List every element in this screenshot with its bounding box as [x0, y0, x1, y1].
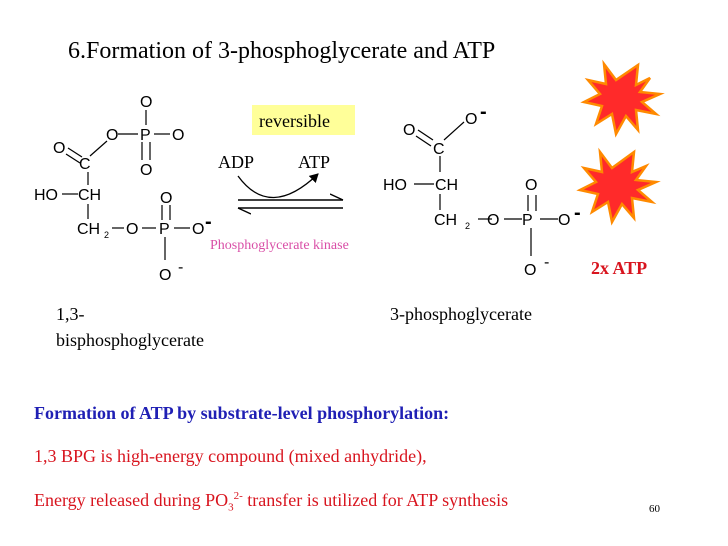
atom-o: O — [524, 262, 536, 279]
atom-ch2: CH — [77, 221, 100, 238]
atom-p: P — [140, 127, 151, 144]
atom-p: P — [522, 212, 533, 229]
cofactor-curved-arrow — [237, 173, 319, 199]
atom-c: C — [79, 156, 91, 173]
footer-line-2: 1,3 BPG is high-energy compound (mixed a… — [34, 446, 427, 466]
footer-line-3: Energy released during PO32- transfer is… — [34, 490, 508, 514]
atom-ho: HO — [383, 177, 407, 194]
atom-p: P — [159, 221, 170, 238]
page-title: 6.Formation of 3-phosphoglycerate and AT… — [68, 38, 496, 64]
atom-ch2-subscript: 2 — [465, 221, 470, 231]
reactant-name-line2: bisphosphoglycerate — [56, 330, 204, 350]
atom-ch: CH — [435, 177, 458, 194]
energy-burst-icon — [580, 59, 665, 138]
atom-o: O — [106, 127, 118, 144]
reversible-label: reversible — [259, 111, 330, 131]
enzyme-label: Phosphoglycerate kinase — [210, 238, 349, 253]
product-structure: O - O C HO CH O CH 2 O P O - O - — [383, 101, 581, 279]
atom-o: O — [53, 140, 65, 157]
charge-minus: - — [574, 202, 581, 224]
atp-count-label: 2x ATP — [591, 258, 647, 278]
atom-o: O — [525, 177, 537, 194]
product-name: 3-phosphoglycerate — [390, 304, 532, 324]
reversible-badge — [252, 105, 355, 135]
charge-minus: - — [480, 101, 487, 123]
charge-minus: - — [205, 211, 212, 233]
footer-line-3-start: Energy released during PO — [34, 490, 229, 510]
energy-burst-icon — [576, 147, 661, 226]
atom-o: O — [159, 267, 171, 284]
atom-o: O — [487, 212, 499, 229]
atom-o: O — [172, 127, 184, 144]
footer-line-3-end: transfer is utilized for ATP synthesis — [242, 490, 509, 510]
atp-label: ATP — [298, 152, 330, 172]
atom-ch2: CH — [434, 212, 457, 229]
footer-po3-superscript: 2- — [233, 490, 243, 502]
page-number: 60 — [649, 503, 660, 515]
atom-ch: CH — [78, 187, 101, 204]
atom-o: O — [126, 221, 138, 238]
reactant-name-line1: 1,3- — [56, 304, 85, 324]
charge-minus: - — [544, 254, 549, 271]
atom-o: O — [160, 190, 172, 207]
footer-heading: Formation of ATP by substrate-level phos… — [34, 403, 450, 423]
atom-o: O — [140, 162, 152, 179]
atom-o: O — [558, 212, 570, 229]
atom-ch2-subscript: 2 — [104, 230, 109, 240]
atom-ho: HO — [34, 187, 58, 204]
atom-c: C — [433, 141, 445, 158]
reactant-structure: O O P O O O C HO CH O CH 2 O P O - O - — [34, 94, 212, 284]
charge-minus: - — [178, 259, 183, 276]
atom-o: O — [140, 94, 152, 111]
atom-o: O — [403, 122, 415, 139]
footer-po3-subscript: 3 — [228, 501, 234, 514]
atom-o: O — [465, 111, 477, 128]
atom-o: O — [192, 221, 204, 238]
adp-label: ADP — [218, 152, 254, 172]
